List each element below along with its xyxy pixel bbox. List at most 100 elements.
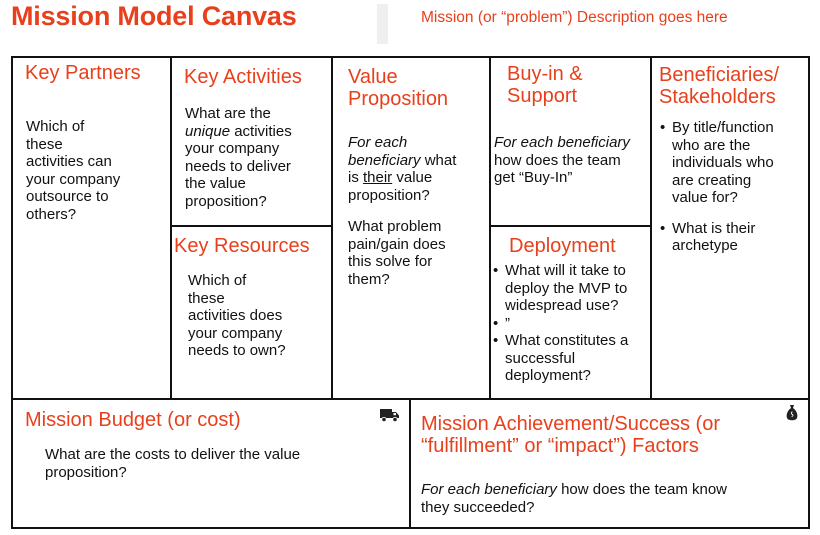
mission-budget-line: proposition? [45,463,127,481]
buy-in-line: For each beneficiary [494,134,630,151]
beneficiaries-bullet: •By title/function who are the individua… [660,119,774,207]
key-activities-line: the value [185,175,246,192]
value-proposition-heading-line: Proposition [348,88,449,110]
deployment-bullet-text: What constitutes a [505,332,629,349]
deployment-bullet: • What constitutes a successful deploymen… [493,332,628,385]
key-partners-line: your company [26,170,121,188]
truck-icon-graphic [380,409,399,423]
key-partners-heading: Key Partners [25,62,141,84]
buy-in-line: get “Buy-In” [494,169,573,186]
value-proposition-heading: Value Proposition [348,66,448,110]
key-partners-line: Which of [26,118,85,135]
beneficiaries-heading-line: Beneficiaries/ [659,64,780,86]
key-activities-line: unique activities [185,123,292,141]
buy-in-heading-line: Support [507,85,578,107]
value-proposition-emphasis: beneficiary [348,151,421,169]
key-activities-line: What are the [185,105,271,122]
deployment-bullet-text: deployment? [505,367,591,384]
key-activities-heading: Key Activities [184,66,302,88]
mission-achievement-text: how does the team know [556,481,728,498]
deployment-bullet-text: widespread use? [505,297,619,314]
bullet-mark: • [493,314,499,332]
mission-achievement-heading-line: Mission Achievement/Success (or [421,413,721,435]
mission-budget-body: What are the costs to deliver the value … [45,446,300,481]
buy-in-heading: Buy-in & Support [507,63,583,107]
deployment-bullet: •” [493,315,628,333]
money-bag-icon-graphic [786,405,798,421]
divider-budget-achievement [409,398,411,529]
mission-achievement-line: they succeeded? [421,498,535,516]
bullet-mark: • [660,119,666,136]
key-partners-line: outsource to [26,188,109,205]
key-activities-emphasis: unique [185,122,231,140]
key-activities-body: What are the unique activities your comp… [185,105,292,210]
beneficiaries-bullet-text: are creating [672,171,752,189]
beneficiaries-bullet-text: By title/function [672,119,774,136]
mission-achievement-heading-line: “fulfillment” or “impact”) Factors [421,435,699,457]
key-partners-line: these [26,135,63,153]
money-bag-icon [786,404,798,427]
value-proposition-line: For each [348,134,408,151]
beneficiaries-heading: Beneficiaries/ Stakeholders [659,64,779,108]
canvas-frame [11,56,810,529]
divider-buyin-beneficiaries [650,58,652,400]
value-proposition-line: this solve for [348,253,433,270]
value-proposition-text: what [420,151,457,169]
buy-in-heading-line: Buy-in & [507,63,583,85]
value-proposition-body: For each beneficiary what is their value… [348,134,456,288]
key-partners-line: activities can [26,153,112,170]
divider-partners-activities [170,58,172,400]
beneficiaries-heading-line: Stakeholders [659,86,776,108]
deployment-bullet-text: successful [505,349,576,367]
deployment-bullet-text: ” [505,314,510,332]
mission-achievement-line: For each beneficiary how does the team k… [421,481,727,499]
key-partners-body: Which of these activities can your compa… [26,118,120,223]
bullet-mark: • [660,219,666,237]
key-resources-heading: Key Resources [174,235,310,257]
value-proposition-heading-line: Value [348,66,398,88]
beneficiaries-bullet-text: archetype [672,237,738,254]
deployment-heading: Deployment [509,235,616,257]
divider-buyin-deployment [489,225,652,227]
title-divider-shade [377,4,388,44]
buy-in-body: For each beneficiary how does the team g… [494,134,630,187]
value-proposition-text: value [392,169,433,186]
beneficiaries-bullet-text: who are the [672,136,751,154]
value-proposition-line: is their value [348,169,456,187]
buy-in-line: how does the team [494,151,621,169]
bullet-mark: • [493,332,499,349]
divider-value-buyin [489,58,491,400]
value-proposition-line: them? [348,270,390,288]
key-resources-body: Which of these activities does your comp… [188,272,286,360]
key-resources-line: needs to own? [188,342,286,359]
value-proposition-line: pain/gain does [348,235,446,253]
key-resources-line: these [188,289,225,307]
mission-achievement-heading: Mission Achievement/Success (or “fulfill… [421,413,720,457]
value-proposition-line: proposition? [348,186,430,204]
key-resources-line: Which of [188,272,247,289]
value-proposition-line: What problem [348,218,442,235]
beneficiaries-bullet: • What is their archetype [660,220,774,255]
deployment-body: •What will it take to deploy the MVP to … [493,262,628,385]
divider-top-bottom [13,398,810,400]
divider-activities-value [331,58,333,400]
bullet-mark: • [493,262,499,279]
value-proposition-underline: their [363,169,393,186]
key-resources-line: your company [188,324,283,342]
key-activities-text: activities [230,122,292,140]
value-proposition-line: beneficiary what [348,152,456,170]
deployment-bullet: •What will it take to deploy the MVP to … [493,262,628,315]
beneficiaries-body: •By title/function who are the individua… [660,119,774,255]
mission-achievement-emphasis: For each beneficiary [421,481,557,498]
mission-description: Mission (or “problem”) Description goes … [421,9,728,26]
key-partners-line: others? [26,205,77,223]
truck-icon [380,408,400,427]
key-activities-line: needs to deliver [185,157,291,175]
mission-budget-line: What are the costs to deliver the value [45,446,301,463]
deployment-bullet-text: deploy the MVP to [505,279,628,297]
mission-budget-heading: Mission Budget (or cost) [25,409,241,431]
beneficiaries-bullet-text: What is their [672,219,756,237]
spacer [348,204,456,218]
value-proposition-text: is [348,169,363,186]
key-resources-line: activities does [188,307,283,324]
